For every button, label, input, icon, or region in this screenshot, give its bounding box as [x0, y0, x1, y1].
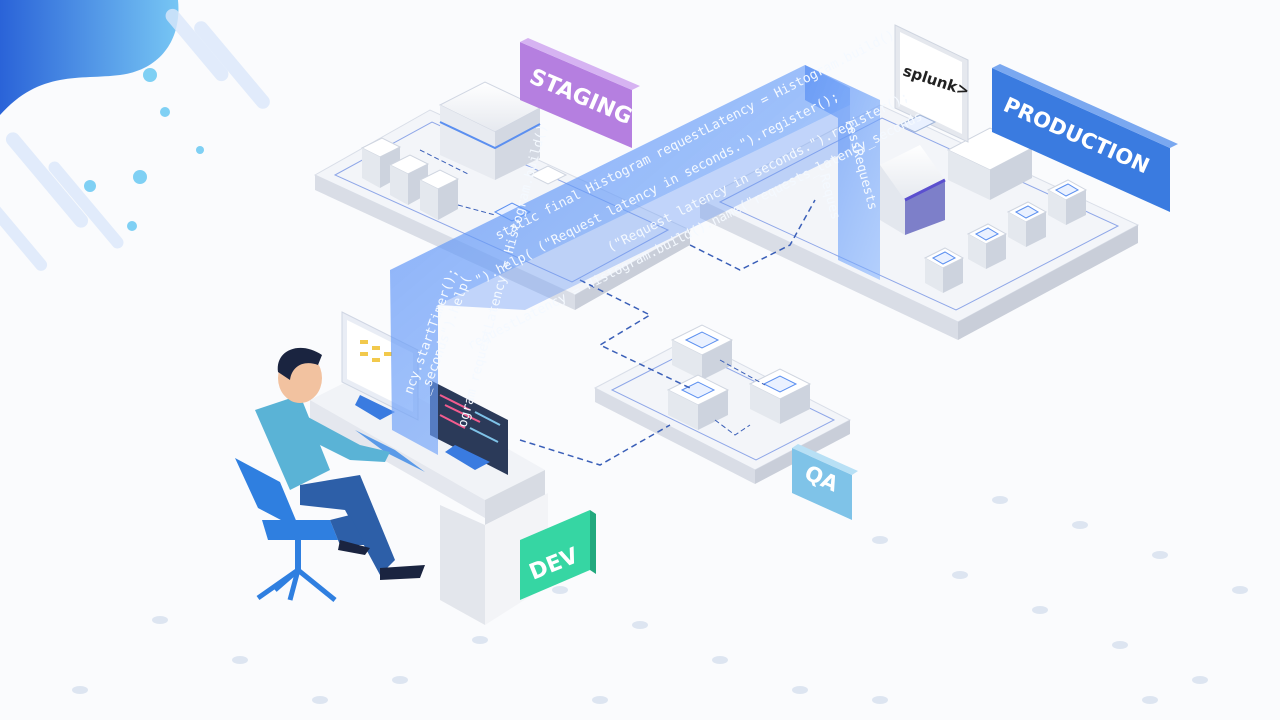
qa-servers	[666, 324, 812, 430]
corner-dots	[84, 68, 204, 231]
network-connections	[519, 199, 816, 466]
keyboard	[355, 430, 425, 472]
corner-stripes	[0, 8, 270, 271]
background-decor	[0, 0, 1248, 704]
staging-platform: STAGING	[313, 38, 692, 310]
office-chair	[235, 458, 338, 602]
qa-platform: QA	[593, 324, 858, 520]
staging-main-server	[438, 81, 542, 180]
floor-dots	[72, 496, 1248, 704]
production-platform: splunk> PRODUCTION	[698, 24, 1178, 340]
monitor-right	[430, 380, 508, 475]
corner-blob	[0, 0, 179, 115]
staging-small-servers	[360, 137, 568, 222]
qa-sign: QA	[792, 444, 858, 520]
production-main-server	[880, 145, 946, 235]
production-servers	[923, 179, 1088, 293]
splunk-monitor: splunk>	[894, 24, 972, 143]
developer-person	[255, 347, 425, 580]
